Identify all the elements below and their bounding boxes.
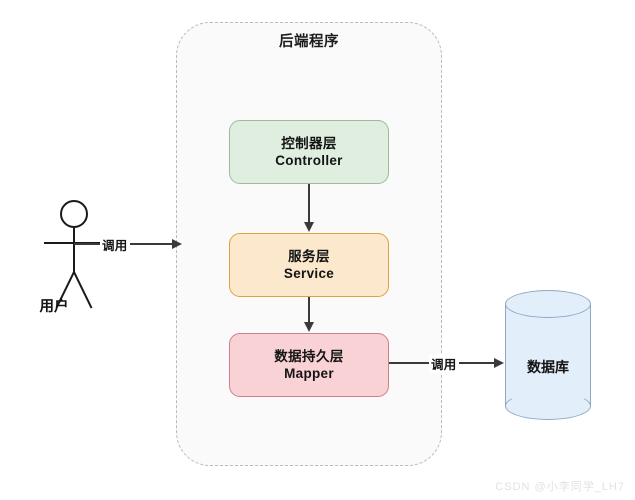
database-top-ellipse	[505, 290, 591, 318]
database-body	[505, 304, 591, 406]
layer-label-cn-service: 服务层	[288, 248, 330, 264]
layer-label-cn-mapper: 数据持久层	[274, 348, 344, 364]
watermark: CSDN @小李同学_LH7	[495, 481, 625, 493]
layer-box-service[interactable]: 服务层 Service	[229, 233, 389, 297]
layer-label-en-controller: Controller	[275, 153, 343, 168]
actor-body	[73, 228, 76, 274]
layer-label-cn-controller: 控制器层	[281, 135, 337, 151]
actor-label: 用户	[39, 299, 69, 315]
backend-container-title: 后端程序	[279, 34, 339, 50]
arrow-label-database-call: 调用	[429, 354, 459, 373]
database-cylinder-icon[interactable]: 数据库	[505, 290, 591, 420]
database-bottom-ellipse	[505, 392, 591, 420]
arrow-label-user-call: 调用	[100, 235, 130, 254]
actor-head	[60, 200, 88, 228]
arrow-service-to-mapper	[304, 297, 314, 332]
layer-box-mapper[interactable]: 数据持久层 Mapper	[229, 333, 389, 397]
layer-label-en-service: Service	[283, 266, 335, 281]
layer-label-en-mapper: Mapper	[284, 366, 334, 381]
database-label: 数据库	[527, 359, 569, 375]
layer-box-controller[interactable]: 控制器层 Controller	[229, 120, 389, 184]
arrow-controller-to-service	[304, 184, 314, 232]
